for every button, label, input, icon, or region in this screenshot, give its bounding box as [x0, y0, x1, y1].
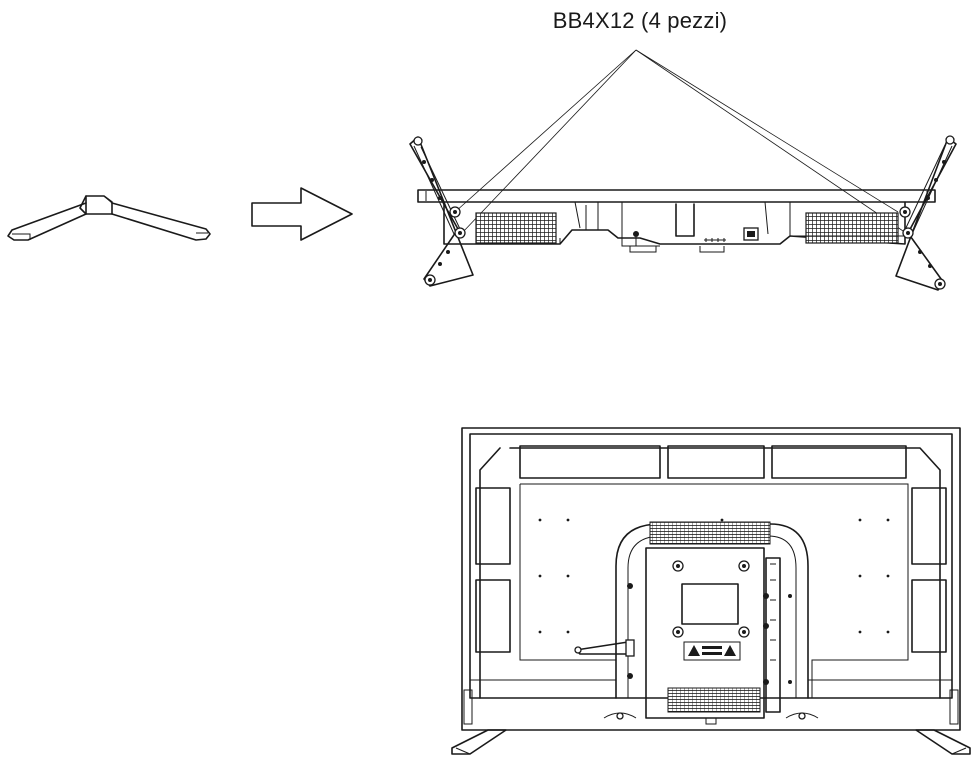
left-stand-leg	[409, 136, 474, 287]
tv-bottom-view	[409, 49, 957, 291]
stand-base	[7, 195, 211, 241]
screw-callout-lines	[454, 49, 907, 234]
tv-rear-view	[451, 427, 971, 755]
screw-callout-label: BB4X12 (4 pezzi)	[552, 8, 728, 33]
right-stand-leg	[895, 135, 957, 291]
right-arrow-icon	[251, 187, 353, 241]
mounting-holes	[538, 518, 890, 634]
